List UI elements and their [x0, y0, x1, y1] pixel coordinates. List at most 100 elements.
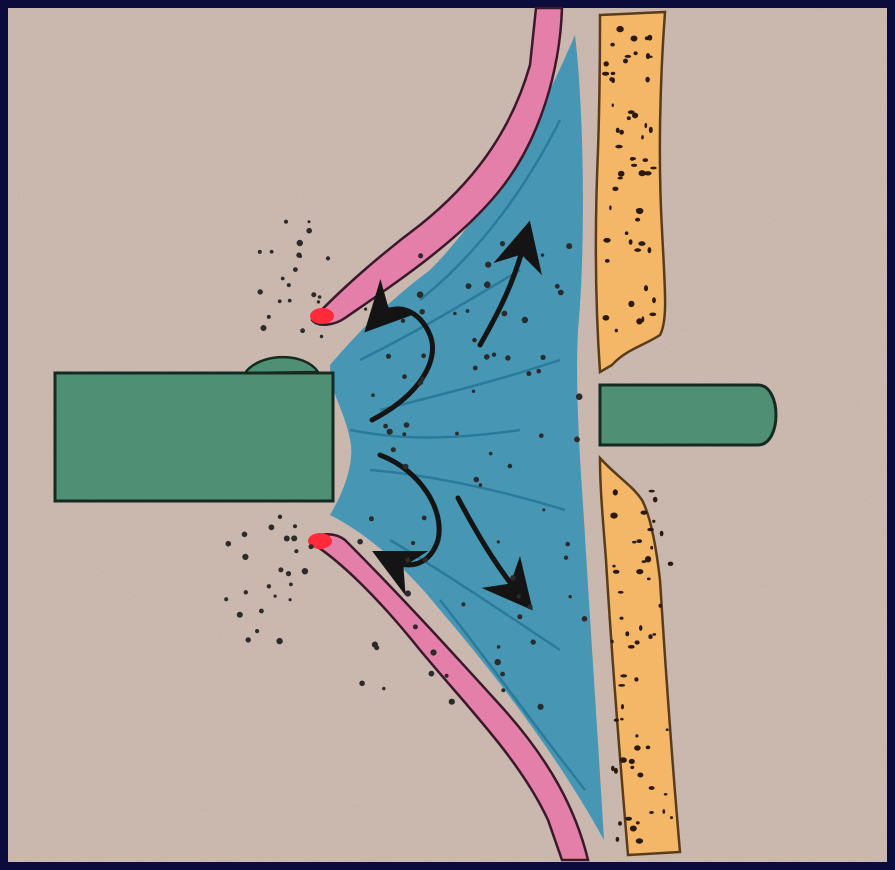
particle [382, 687, 385, 690]
bone-pore [649, 490, 655, 493]
bone-pore [602, 72, 609, 76]
bone-pore [616, 26, 623, 32]
bone-pore [604, 61, 609, 66]
bone-pore [616, 128, 620, 133]
bone-pore [635, 734, 638, 737]
rod [600, 385, 776, 445]
particle [270, 250, 274, 254]
bone-pore [630, 766, 634, 769]
particle [311, 292, 316, 297]
particle [473, 366, 478, 371]
bone-pore [662, 809, 665, 814]
particle [320, 335, 323, 338]
bone-pore [632, 113, 638, 119]
bone-pore [632, 541, 636, 544]
particle [484, 354, 490, 360]
particle [501, 688, 505, 692]
particle [291, 535, 297, 541]
bone-pore [664, 793, 668, 796]
particle [300, 328, 305, 333]
bone-pore [644, 285, 648, 291]
particle [566, 243, 572, 249]
bone-pore [629, 759, 635, 764]
bone-pore [648, 634, 652, 639]
particle [267, 584, 271, 588]
particle [542, 508, 545, 511]
particle [299, 255, 302, 258]
particle [294, 549, 298, 553]
particle [402, 432, 406, 436]
bone-pore [650, 167, 657, 170]
particle [500, 241, 505, 246]
particle [317, 300, 320, 303]
particle [289, 598, 292, 601]
bone-pore [668, 562, 674, 566]
particle [422, 516, 427, 521]
particle [418, 253, 423, 258]
bone-pore [631, 36, 638, 42]
bone-pore [619, 130, 624, 135]
bone-pore [611, 78, 615, 84]
bone-pore [649, 127, 653, 133]
particle [404, 422, 410, 428]
particle [359, 681, 365, 687]
particle [569, 595, 572, 598]
bone-pore [638, 241, 645, 246]
bone-pore [634, 677, 638, 681]
particle [306, 228, 312, 234]
particle [430, 649, 436, 655]
bone-pore [603, 315, 610, 321]
bone-pore [635, 640, 640, 644]
bone-pore [666, 728, 669, 731]
particle [495, 659, 501, 665]
particle [531, 639, 536, 644]
particle [308, 220, 311, 223]
particle [259, 609, 264, 614]
bone-pore [618, 684, 625, 687]
particle [387, 429, 393, 435]
bone-pore [603, 238, 610, 243]
bone-pore [641, 135, 644, 139]
bone-pore [628, 645, 635, 649]
bone-pore [618, 591, 624, 594]
particle [224, 597, 228, 601]
particle [479, 483, 483, 487]
bone-pore [645, 36, 649, 40]
particle [267, 315, 271, 319]
bone-pore [625, 231, 629, 235]
particle [466, 309, 470, 313]
particle [417, 291, 424, 298]
particle [383, 424, 388, 429]
bone-pore [649, 811, 654, 814]
particle [455, 432, 459, 436]
bone-pore [610, 43, 614, 47]
particle [565, 542, 570, 547]
particle [449, 699, 455, 705]
bone-pore [620, 617, 624, 620]
particle [526, 371, 531, 376]
bone-pore [650, 546, 653, 550]
bone-pore [637, 539, 643, 543]
bone-pore [630, 157, 635, 161]
bone-pore [652, 633, 656, 636]
particle [278, 567, 283, 572]
bone-pore [645, 556, 651, 562]
bone-pore [625, 817, 632, 821]
particle [517, 614, 522, 619]
particle [274, 595, 277, 598]
particle [255, 629, 259, 633]
particle [539, 433, 544, 438]
bone-pore [645, 77, 649, 83]
bone-pore [621, 704, 624, 709]
particle [293, 524, 297, 528]
particle [405, 558, 410, 563]
bone-pore [612, 104, 614, 107]
bone-pore [614, 719, 619, 722]
particle [372, 642, 378, 648]
particle [517, 594, 521, 598]
particle [391, 447, 396, 452]
particle [411, 541, 415, 545]
bone-pore [609, 205, 611, 210]
particle [286, 571, 291, 576]
